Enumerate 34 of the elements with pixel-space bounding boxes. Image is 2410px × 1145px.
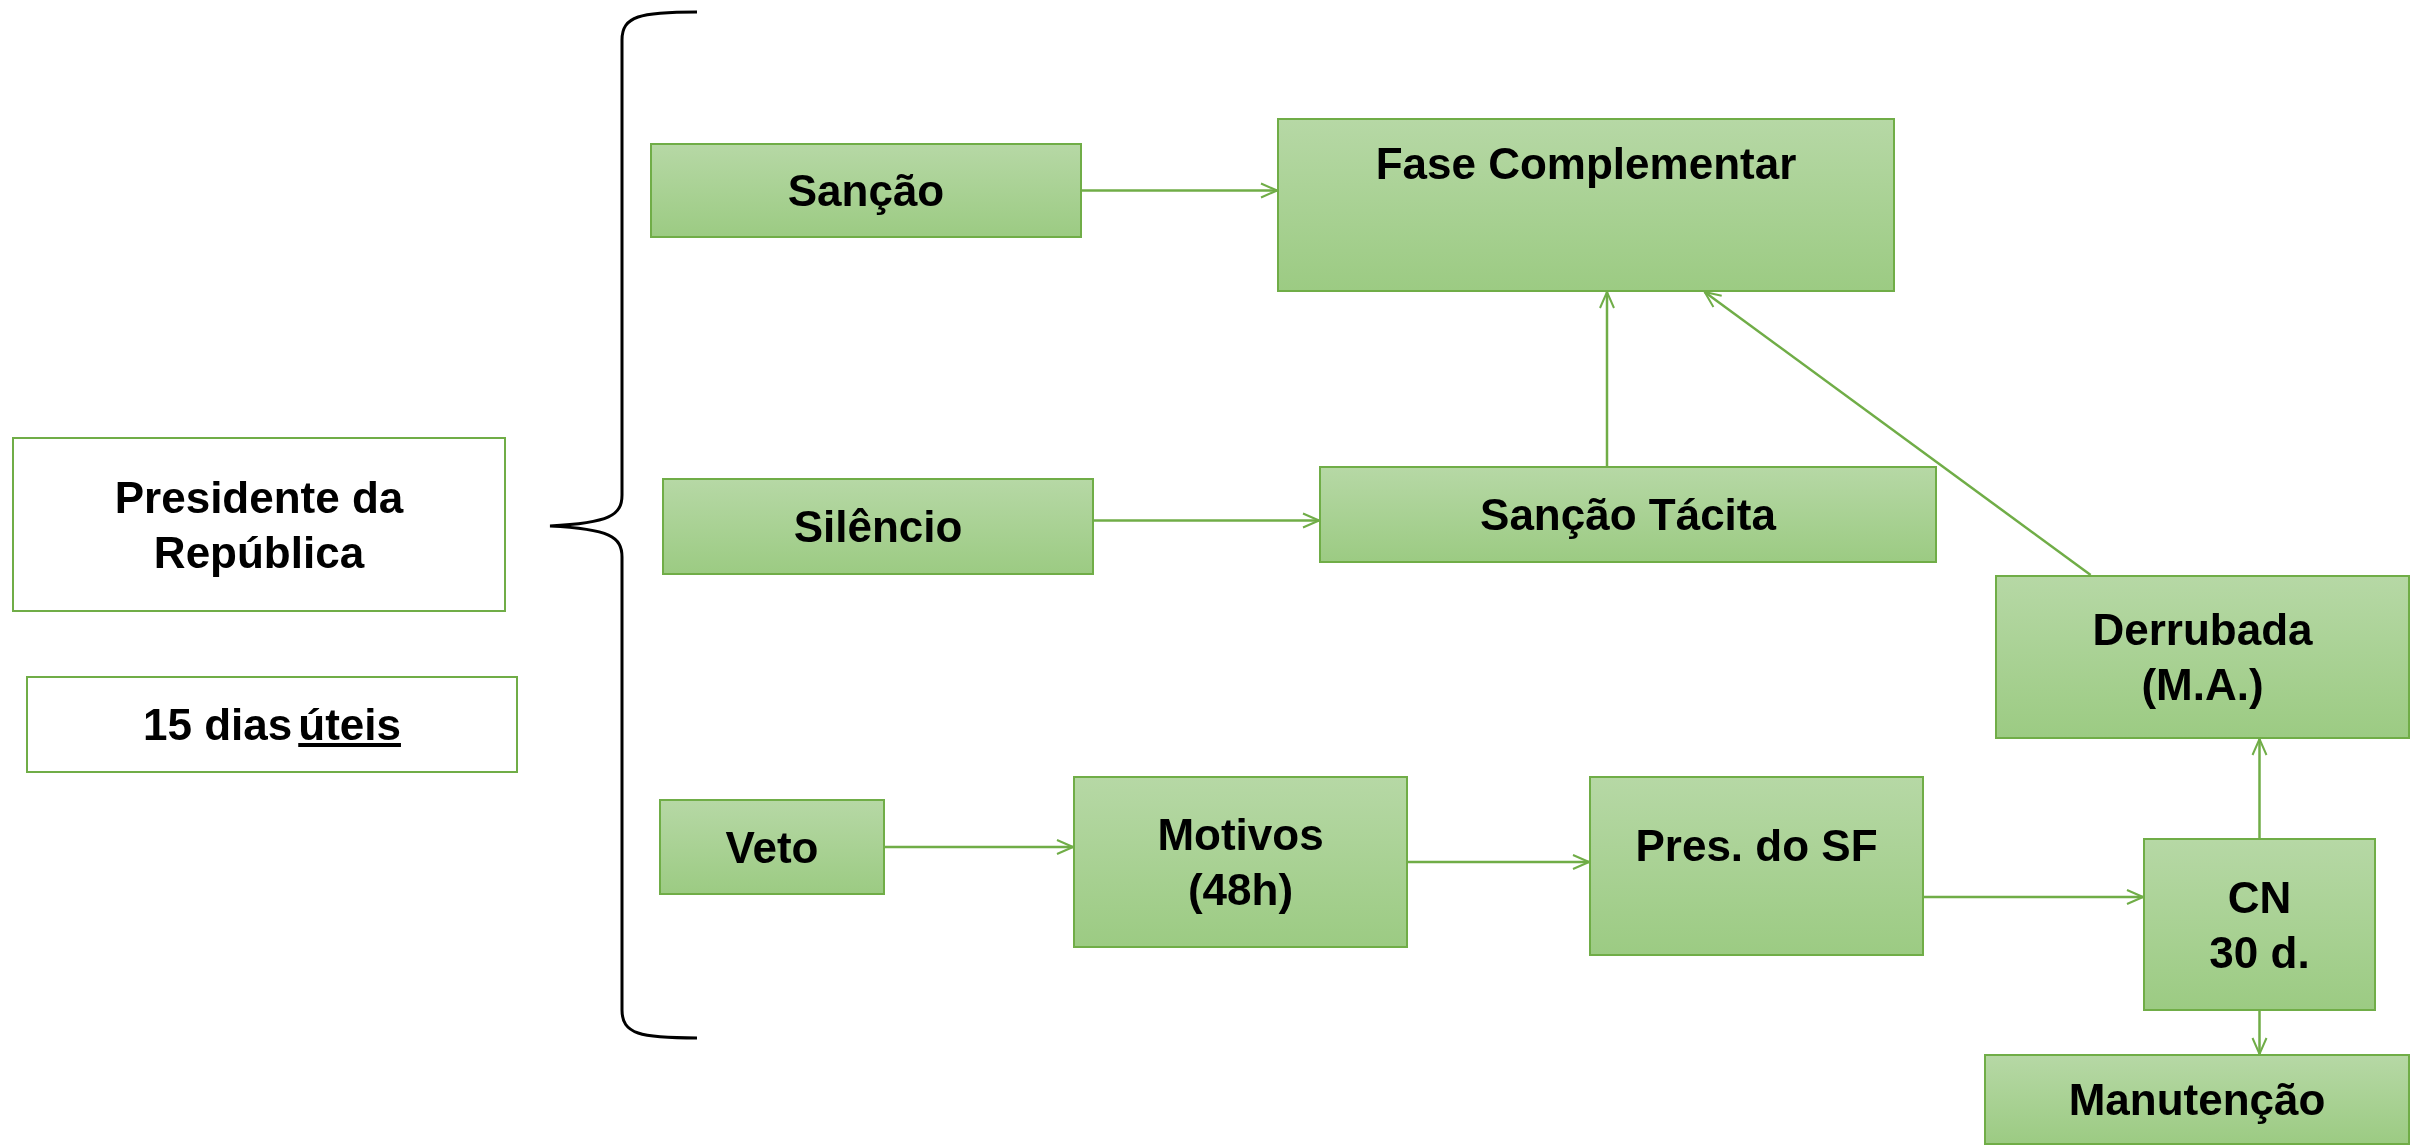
node-label: Sanção Tácita	[1479, 489, 1778, 541]
node-label: Motivos (48h)	[1156, 809, 1325, 916]
process-box	[12, 437, 506, 612]
arrow	[1703, 291, 2092, 576]
process-box	[662, 478, 1094, 575]
arrow	[2251, 738, 2268, 838]
process-box	[1277, 118, 1895, 292]
node-label: CN 30 d.	[2208, 871, 2311, 979]
process-box	[1995, 575, 2410, 739]
node-label: Derrubada (M.A.)	[2091, 604, 2314, 711]
arrow	[1094, 512, 1320, 529]
process-box	[1319, 466, 1937, 563]
process-box	[659, 799, 885, 895]
arrow	[2251, 1011, 2268, 1055]
arrow	[1408, 854, 1590, 870]
node-label: Veto	[724, 821, 820, 874]
process-box	[2143, 838, 2376, 1011]
node-label: Sanção	[786, 165, 946, 217]
process-box	[650, 143, 1082, 238]
process-box	[26, 676, 518, 773]
node-label: Manutenção	[2067, 1074, 2327, 1126]
node-label: úteis	[298, 699, 402, 751]
arrow	[1082, 182, 1278, 199]
process-box	[1073, 776, 1408, 948]
arrow	[885, 839, 1074, 855]
node-label: Fase Complementar	[1374, 138, 1798, 190]
process-box	[1589, 776, 1924, 956]
node-label: Silêncio	[792, 501, 964, 553]
process-box	[1984, 1054, 2410, 1145]
arrow	[1599, 291, 1615, 466]
node-label: 15 dias	[142, 699, 294, 751]
node-label: Pres. do SF	[1634, 820, 1879, 872]
node-label: Presidente da República	[113, 471, 405, 579]
arrow	[1924, 889, 2144, 905]
